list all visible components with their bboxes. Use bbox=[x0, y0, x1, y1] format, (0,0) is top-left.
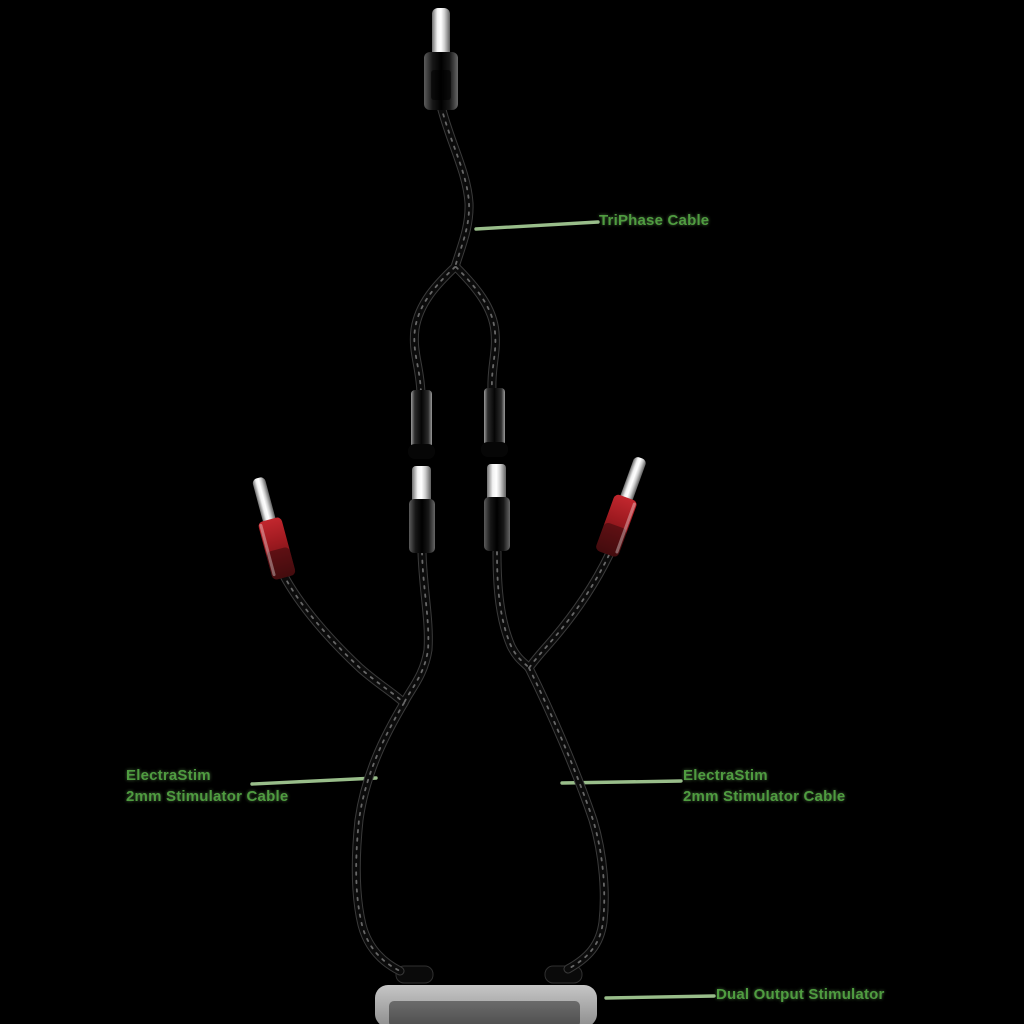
cable-plug-right bbox=[493, 548, 533, 672]
triphase-socket-left bbox=[408, 390, 435, 459]
cables bbox=[278, 101, 614, 976]
cable-jack-right-pin bbox=[487, 464, 506, 502]
label-triphase-cable-text: TriPhase Cable bbox=[599, 212, 710, 229]
cable-jack-right-body bbox=[484, 497, 510, 551]
callout-line-left-cable bbox=[250, 776, 378, 786]
label-stimulator-text: Dual Output Stimulator bbox=[716, 986, 885, 1003]
label-left-stimulator-cable: ElectraStim 2mm Stimulator Cable bbox=[126, 765, 288, 807]
red-connector-left bbox=[252, 477, 296, 580]
cable-plug-left bbox=[400, 548, 432, 707]
label-left-cable-line1: ElectraStim bbox=[126, 767, 211, 784]
label-right-stimulator-cable: ElectraStim 2mm Stimulator Cable bbox=[683, 765, 845, 807]
red-connector-right bbox=[596, 457, 646, 557]
cable-jack-left-pin bbox=[412, 466, 431, 504]
device-plug-left bbox=[395, 965, 434, 984]
cable-triphase-top bbox=[437, 102, 473, 271]
callout-line-triphase bbox=[474, 220, 600, 231]
cable-jack-left-body bbox=[409, 499, 435, 553]
label-right-cable-line2: 2mm Stimulator Cable bbox=[683, 788, 846, 805]
red-connector-left-pin bbox=[252, 477, 276, 524]
label-dual-output-stimulator: Dual Output Stimulator bbox=[716, 984, 885, 1005]
red-connector-right-pin bbox=[620, 457, 646, 503]
cable-braid-highlight bbox=[282, 105, 610, 972]
triphase-socket-right bbox=[481, 388, 508, 457]
callout-lines bbox=[250, 220, 716, 1000]
cable-lower-right bbox=[525, 664, 608, 973]
callout-line-stimulator bbox=[604, 994, 716, 1000]
cable-side-right bbox=[525, 551, 613, 672]
triphase-plug bbox=[424, 8, 458, 110]
cable-lower-left bbox=[352, 699, 408, 975]
cable-core bbox=[279, 102, 613, 975]
label-right-cable-line1: ElectraStim bbox=[683, 767, 768, 784]
cable-jack-left bbox=[409, 466, 435, 553]
cable-side-left bbox=[279, 570, 408, 707]
stimulator-device bbox=[375, 965, 597, 1024]
cable-jack-right bbox=[484, 464, 510, 551]
label-triphase-cable: TriPhase Cable bbox=[599, 210, 709, 231]
label-left-cable-line2: 2mm Stimulator Cable bbox=[126, 788, 289, 805]
cable-split-left bbox=[410, 263, 459, 397]
cable-split-right bbox=[452, 263, 499, 394]
triphase-plug-pin bbox=[432, 8, 450, 60]
